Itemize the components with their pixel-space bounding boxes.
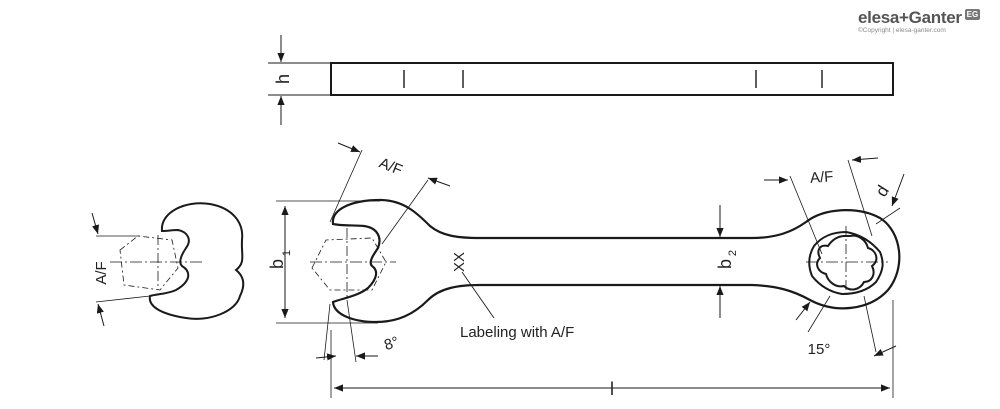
detail-jaw-outline [148,202,245,320]
angle-ring-arrow [795,301,811,321]
brand-copyright: ©Copyright | elesa-ganter.com [858,27,946,34]
dim-label-b2: b [715,259,735,269]
af-open-arrow [337,142,361,153]
open-end-hidden-hexagon [311,237,387,291]
brand-badge: EG [964,9,981,20]
dim-label-af-open: A/F [377,155,405,180]
dim-label-b2-sub: 2 [727,250,739,256]
labeling-note: Labeling with A/F [460,324,574,341]
af-ring-arrow [851,155,879,163]
af-open-ext [381,179,429,245]
wrench-top-view-bar [330,62,894,96]
labeling-leader-line [461,271,495,319]
d-arrow [891,173,905,207]
dim-label-af-left: A/F [93,261,110,284]
dim-label-angle-ring: 15° [808,341,831,358]
brand-name: elesa+Ganter [858,8,962,27]
angle-ring-ext [807,295,831,333]
left-detail-view [91,202,245,327]
af-open-ext [329,149,363,223]
af-left-arrow [91,212,99,235]
angle-open-ext [346,299,357,363]
af-ring-ext [847,159,873,237]
dim-label-angle-open: 8° [382,333,401,354]
angle-ring-arrow [873,345,897,357]
d-ext [875,207,901,225]
af-ring-ext [789,175,823,255]
detail-hidden-hexagon [119,235,179,291]
af-left-arrow [96,303,105,327]
af-left-ext [95,295,151,303]
marking-xx: XX [451,252,468,272]
angle-open-ext [323,303,331,361]
dim-label-h: h [273,74,293,84]
angle-open-arrow [315,353,337,361]
top-view [268,35,894,125]
wrench-outline [331,198,901,324]
dim-label-length: l [610,379,614,399]
main-wrench [276,142,905,398]
angle-ring-ext [863,295,877,353]
dim-label-b1: b [267,259,287,269]
dim-label-d: d [872,182,893,200]
ring-socket-hexagon [808,230,884,296]
af-open-arrow [427,177,451,187]
dim-label-b1-sub: 1 [281,250,293,256]
dim-label-af-ring: A/F [809,168,833,187]
